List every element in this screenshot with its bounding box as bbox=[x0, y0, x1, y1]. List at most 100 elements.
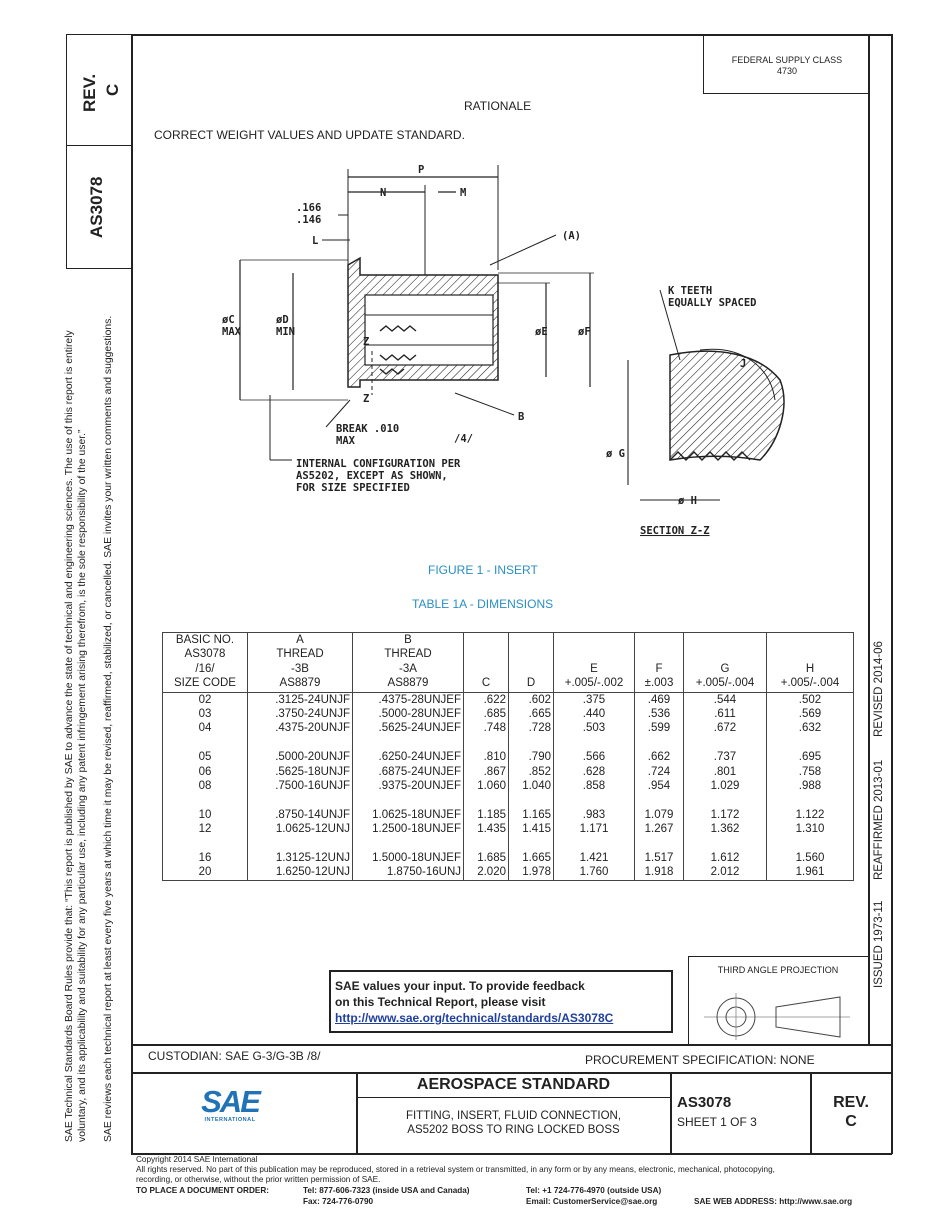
label-a: (A) bbox=[562, 230, 581, 242]
table-cell: 1.760 bbox=[579, 866, 609, 879]
table-cell: .536 bbox=[647, 707, 671, 720]
group-spacer bbox=[769, 793, 851, 807]
table-cell: .801 bbox=[713, 765, 737, 778]
table-cell: 1.029 bbox=[710, 779, 740, 792]
table-cell: .5000-28UNJEF bbox=[378, 707, 461, 720]
group-spacer bbox=[556, 793, 632, 807]
label-n: N bbox=[380, 187, 386, 199]
label-f: øF bbox=[578, 326, 591, 338]
table-caption: TABLE 1A - DIMENSIONS bbox=[412, 597, 554, 611]
strip-divider bbox=[868, 34, 870, 1044]
label-d1: øD bbox=[276, 314, 289, 326]
title-divider-1 bbox=[356, 1072, 358, 1154]
label-c1: øC bbox=[222, 314, 235, 326]
table-cell: 16 bbox=[198, 851, 212, 864]
table-cell: .852 bbox=[528, 765, 551, 778]
side-disclaimer-2: voluntary, and its applicability and sui… bbox=[77, 429, 88, 1142]
table-cell: .503 bbox=[582, 722, 606, 735]
footer-tel-outside: Tel: +1 724-776-4970 (outside USA) bbox=[526, 1186, 662, 1195]
label-h: ø H bbox=[678, 495, 697, 507]
table-cell: 04 bbox=[198, 722, 212, 735]
label-z-top: Z bbox=[363, 336, 369, 348]
group-spacer bbox=[165, 793, 245, 807]
table-cell: 1.560 bbox=[795, 851, 825, 864]
table-cell: .469 bbox=[647, 693, 671, 706]
table-cell: .988 bbox=[798, 779, 822, 792]
label-146: .146 bbox=[296, 214, 321, 226]
table-cell: 1.421 bbox=[579, 851, 609, 864]
custodian-text: CUSTODIAN: SAE G-3/G-3B /8/ bbox=[148, 1049, 321, 1063]
label-break1: BREAK .010 bbox=[336, 423, 399, 435]
supply-class-box bbox=[703, 34, 869, 94]
table-cell: .569 bbox=[798, 707, 822, 720]
table-cell: 1.0625-18UNJEF bbox=[372, 808, 461, 821]
group-spacer bbox=[556, 736, 632, 750]
table-cell: 1.122 bbox=[795, 808, 825, 821]
frame-left bbox=[131, 34, 133, 1154]
header-basic-no: BASIC NO.AS3078/16/SIZE CODE bbox=[162, 632, 248, 693]
column-a: .3125-24UNJF.3750-24UNJF.4375-20UNJF.500… bbox=[247, 691, 353, 881]
table-cell: 06 bbox=[198, 765, 212, 778]
table-cell: .8750-14UNJF bbox=[275, 808, 350, 821]
label-break2: MAX bbox=[336, 435, 356, 447]
table-cell: 1.978 bbox=[522, 866, 551, 879]
table-cell: 1.172 bbox=[710, 808, 740, 821]
table-cell: 1.5000-18UNJEF bbox=[372, 851, 461, 864]
footer-fax: Fax: 724-776-0790 bbox=[303, 1197, 374, 1206]
footer-rights-2: recording, or otherwise, without the pri… bbox=[136, 1175, 381, 1184]
table-cell: 1.961 bbox=[795, 866, 825, 879]
title-sheet: SHEET 1 OF 3 bbox=[677, 1115, 757, 1129]
label-c2: MAX bbox=[222, 326, 242, 338]
title-block-top bbox=[131, 1072, 892, 1074]
table-cell: 12 bbox=[198, 823, 212, 836]
table-cell: 1.517 bbox=[644, 851, 674, 864]
feedback-link[interactable]: http://www.sae.org/technical/standards/A… bbox=[335, 1011, 614, 1025]
table-cell: 08 bbox=[198, 779, 212, 792]
title-under-standard bbox=[356, 1097, 671, 1098]
table-cell: .599 bbox=[647, 722, 671, 735]
table-cell: .375 bbox=[582, 693, 606, 706]
table-cell: .867 bbox=[483, 765, 506, 778]
table-cell: .9375-20UNJEF bbox=[378, 779, 461, 792]
table-cell: .758 bbox=[798, 765, 822, 778]
table-cell: .858 bbox=[582, 779, 606, 792]
group-spacer bbox=[511, 736, 551, 750]
footer-order-label: TO PLACE A DOCUMENT ORDER: bbox=[136, 1186, 269, 1195]
footer-copyright: Copyright 2014 SAE International bbox=[136, 1155, 258, 1164]
reaffirmed-date: REAFFIRMED 2013-01 bbox=[873, 759, 885, 880]
table-cell: .602 bbox=[528, 693, 551, 706]
table-cell: 1.267 bbox=[644, 823, 674, 836]
footer-tel-us: Tel: 877-606-7323 (inside USA and Canada… bbox=[303, 1186, 470, 1195]
table-cell: .954 bbox=[647, 779, 671, 792]
table-cell: 1.079 bbox=[644, 808, 674, 821]
table-cell: .724 bbox=[647, 765, 671, 778]
side-review-line: SAE reviews each technical report at lea… bbox=[103, 315, 114, 1142]
table-cell: 1.060 bbox=[477, 779, 506, 792]
table-cell: 10 bbox=[198, 808, 212, 821]
sae-logo: SAE INTERNATIONAL bbox=[193, 1086, 267, 1123]
label-internal1: INTERNAL CONFIGURATION PER bbox=[296, 458, 461, 470]
frame-bottom bbox=[131, 1153, 892, 1155]
footer-web: SAE WEB ADDRESS: http://www.sae.org bbox=[694, 1197, 853, 1206]
table-cell: 1.0625-12UNJ bbox=[275, 823, 350, 836]
group-spacer bbox=[511, 836, 551, 850]
title-line-1: FITTING, INSERT, FLUID CONNECTION, bbox=[405, 1110, 622, 1122]
table-cell: 1.171 bbox=[579, 823, 609, 836]
label-j: J bbox=[740, 358, 746, 370]
table-cell: .628 bbox=[582, 765, 606, 778]
rationale-title: RATIONALE bbox=[464, 99, 532, 113]
table-cell: 20 bbox=[198, 866, 212, 879]
side-doc-number: AS3078 bbox=[87, 176, 106, 238]
third-angle-projection-symbol bbox=[704, 993, 850, 1040]
group-spacer bbox=[637, 793, 681, 807]
supply-class-value: 4730 bbox=[776, 66, 798, 76]
table-cell: 1.415 bbox=[522, 823, 551, 836]
title-doc-number: AS3078 bbox=[677, 1094, 732, 1111]
label-d2: MIN bbox=[276, 326, 295, 338]
